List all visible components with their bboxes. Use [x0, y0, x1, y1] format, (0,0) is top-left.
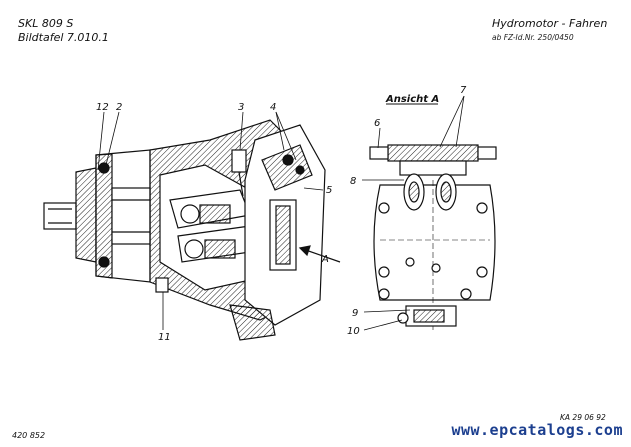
callout-10: 10	[347, 326, 360, 337]
callout-2: 2	[116, 102, 122, 113]
drain-plug	[155, 277, 169, 293]
callout-11: 11	[158, 332, 171, 343]
speed-sensor	[231, 149, 247, 173]
bolt-holes	[378, 202, 488, 300]
callout-3: 3	[238, 102, 244, 113]
watermark: www.epcatalogs.com	[451, 421, 623, 439]
callout-8: 8	[350, 176, 356, 187]
revision-code: KA 29 06 92	[560, 413, 606, 422]
callout-5: 5	[326, 185, 332, 196]
model-label: SKL 809 S	[18, 17, 74, 30]
cylinder-block	[169, 189, 251, 263]
view-a-label: Ansicht A	[385, 94, 439, 105]
callout-4: 4	[270, 102, 276, 113]
plate-label: Bildtafel 7.010.1	[18, 31, 109, 44]
arrow-a-label: A	[321, 254, 329, 265]
callout-leaders-left	[97, 111, 324, 330]
output-shaft	[43, 202, 77, 230]
diagram-subtitle: ab FZ-Id.Nr. 250/0450	[492, 33, 574, 42]
drawing-number: 420 852	[12, 431, 45, 440]
diagram-title: Hydromotor - Fahren	[492, 17, 608, 30]
motor-section-view	[43, 119, 341, 341]
mounting-flange	[75, 167, 97, 263]
top-manifold	[387, 144, 479, 162]
view-a	[369, 103, 497, 330]
motor-body-end-view	[373, 184, 496, 301]
callout-12: 12	[96, 102, 109, 113]
callout-9: 9	[352, 308, 358, 319]
callout-leaders-right	[362, 95, 465, 331]
callout-6: 6	[374, 118, 380, 129]
callout-7: 7	[460, 85, 467, 96]
